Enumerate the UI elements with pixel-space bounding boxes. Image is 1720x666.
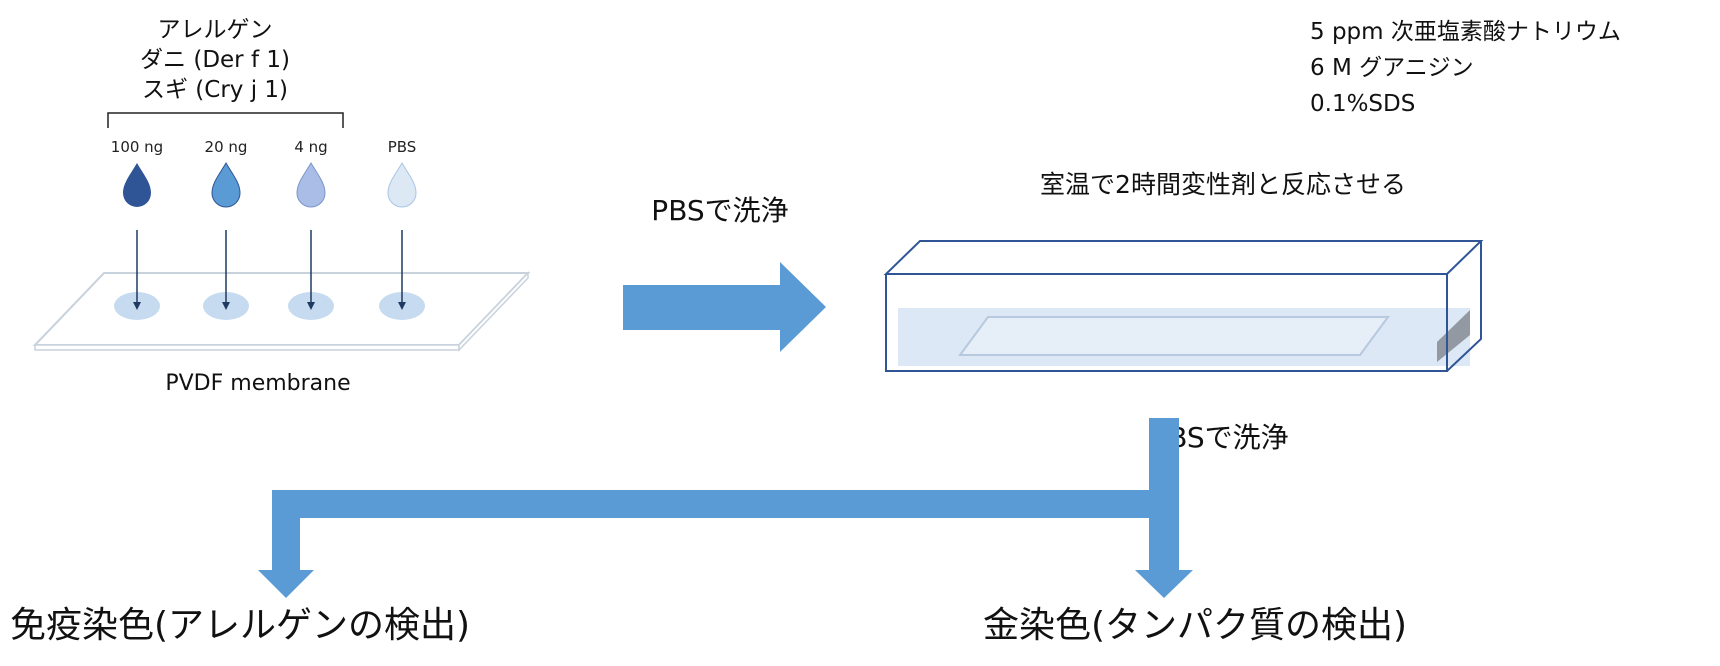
membrane-side-edge	[458, 271, 529, 352]
drop-label-4ng: 4 ng	[294, 138, 328, 156]
drop-4ng-icon	[296, 162, 326, 208]
membrane-label: PVDF membrane	[165, 371, 351, 396]
container-membrane	[958, 316, 1390, 356]
drop-label-100ng: 100 ng	[110, 138, 164, 156]
result-gold-stain-label: 金染色(タンパク質の検出)	[982, 605, 1408, 646]
allergen-item-mite: ダニ (Der f 1)	[140, 47, 290, 73]
membrane-top-face	[32, 272, 531, 346]
arrow-to-immunostain	[258, 570, 314, 598]
drop-label-20ng: 20 ng	[204, 138, 248, 156]
drop-100ng-icon	[123, 163, 151, 207]
allergen-bracket	[107, 112, 344, 128]
container-liquid-side	[1437, 310, 1470, 362]
drop-label-pbs: PBS	[387, 138, 417, 156]
result-immunostain-label: 免疫染色(アレルゲンの検出)	[9, 605, 471, 646]
container-liquid-top	[898, 308, 1470, 314]
membrane-front-edge	[34, 344, 460, 351]
distribution-left-stem	[272, 518, 300, 570]
drop-pbs-icon	[387, 162, 417, 208]
wash-arrow-down-stem	[1149, 418, 1179, 570]
reagent-item: 5 ppm 次亜塩素酸ナトリウム	[1310, 19, 1621, 45]
wash-step-1-label: PBSで洗浄	[651, 194, 789, 227]
reagent-item: 0.1%SDS	[1310, 91, 1416, 117]
denature-step-label: 室温で2時間変性剤と反応させる	[1040, 170, 1406, 199]
container-outline	[883, 240, 1484, 372]
allergen-item-cedar: スギ (Cry j 1)	[141, 77, 289, 103]
distribution-bar	[272, 490, 1149, 518]
drop-20ng-icon	[211, 162, 241, 208]
reagent-list: 5 ppm 次亜塩素酸ナトリウム 6 M グアニジン 0.1%SDS	[1310, 14, 1621, 122]
reagent-item: 6 M グアニジン	[1310, 55, 1474, 81]
allergen-title: アレルゲン	[157, 17, 273, 43]
wash-arrow-right	[623, 262, 826, 352]
allergen-heading: アレルゲン ダニ (Der f 1) スギ (Cry j 1)	[140, 15, 290, 105]
arrow-to-gold-stain	[1135, 570, 1193, 598]
